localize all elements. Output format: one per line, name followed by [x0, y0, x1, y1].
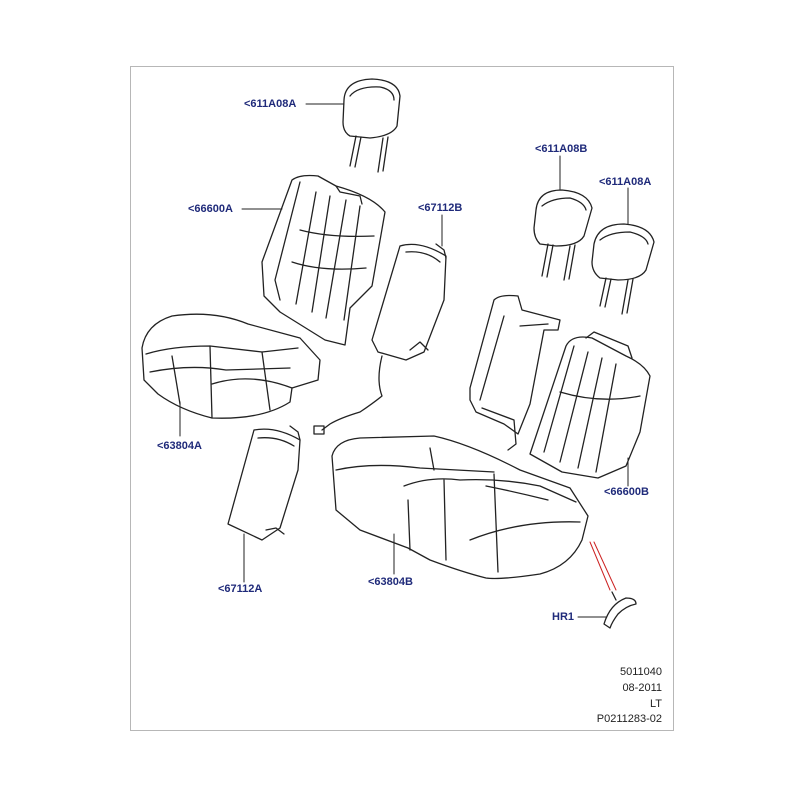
backrest-left-drawing	[261, 174, 386, 346]
label-cushion-right[interactable]: <63804B	[368, 576, 413, 588]
cushion-left-drawing	[141, 313, 321, 419]
backrest-right-frame-drawing	[469, 294, 561, 451]
ref-part-number: P0211283-02	[596, 713, 662, 725]
label-headrest-mid[interactable]: <611A08B	[535, 143, 588, 155]
label-side-bolster-b[interactable]: <67112B	[418, 202, 463, 214]
ref-lt: LT	[649, 698, 662, 710]
cushion-right-drawing	[331, 435, 589, 580]
clip-location-lines	[589, 541, 617, 591]
headrest-right-drawing	[591, 223, 655, 315]
label-headrest-left[interactable]: <611A08A	[244, 98, 297, 110]
side-bolster-a-drawing	[227, 425, 301, 541]
ref-date: 08-2011	[622, 682, 662, 694]
label-cushion-left[interactable]: <63804A	[157, 440, 202, 452]
headrest-mid-drawing	[533, 189, 593, 281]
label-backrest-right[interactable]: <66600B	[604, 486, 649, 498]
ref-code: 5011040	[619, 666, 662, 678]
headrest-left-drawing	[342, 78, 401, 173]
backrest-right-drawing	[529, 331, 651, 479]
label-side-bolster-a[interactable]: <67112A	[218, 583, 263, 595]
side-bolster-b-drawing	[313, 243, 447, 435]
label-headrest-right[interactable]: <611A08A	[599, 176, 652, 188]
label-backrest-left[interactable]: <66600A	[188, 203, 233, 215]
clip-hr1-drawing	[603, 591, 637, 629]
diagram-frame	[130, 66, 674, 731]
label-clip-hr1[interactable]: HR1	[552, 611, 575, 623]
leader-lines	[179, 103, 629, 618]
